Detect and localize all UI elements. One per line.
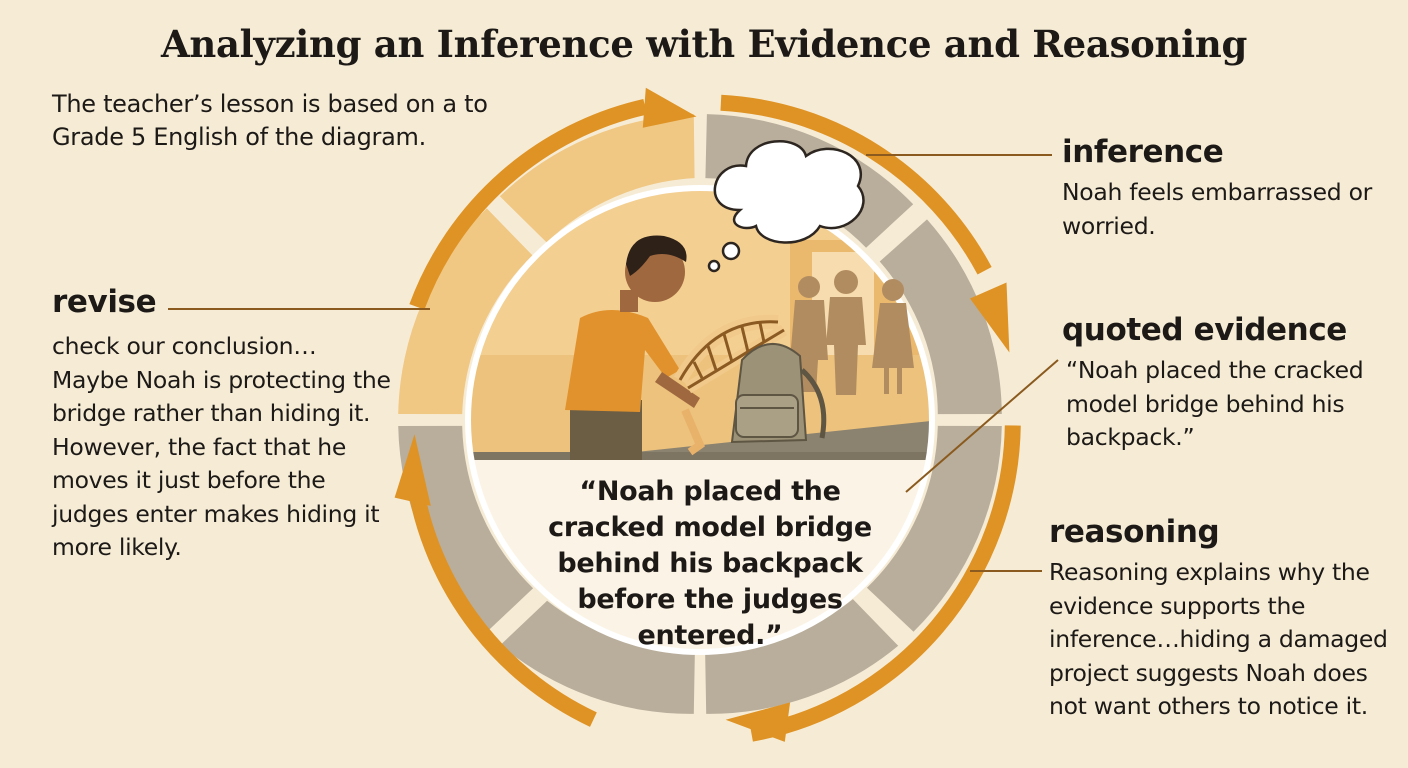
inference-body: Noah feels embarrassed or worried. bbox=[1062, 178, 1373, 240]
quoted-evidence-heading: quoted evidence bbox=[1062, 312, 1347, 348]
page-title: Analyzing an Inference with Evidence and… bbox=[160, 22, 1248, 66]
cycle-arrows-icon bbox=[404, 94, 1021, 742]
cycle-ring bbox=[398, 114, 1002, 714]
center-quote: “Noah placed the cracked model bridge be… bbox=[548, 476, 872, 651]
revise-body: check our conclusion… Maybe Noah is prot… bbox=[52, 332, 391, 561]
revise-heading: revise bbox=[52, 284, 157, 320]
reasoning-body: Reasoning explains why the evidence supp… bbox=[1049, 558, 1388, 720]
backpack-icon bbox=[730, 342, 827, 444]
reasoning-heading: reasoning bbox=[1049, 514, 1220, 550]
intro-text: The teacher’s lesson is based on a to Gr… bbox=[52, 90, 488, 151]
student-figure-icon bbox=[565, 235, 700, 460]
quoted-evidence-body: “Noah placed the cracked model bridge be… bbox=[1066, 356, 1364, 451]
bridge-model-icon bbox=[673, 314, 788, 456]
connector-lines bbox=[168, 154, 1059, 572]
judges-silhouette-icon bbox=[790, 270, 914, 395]
cycle-arrowheads bbox=[394, 87, 1010, 742]
inference-heading: inference bbox=[1062, 134, 1224, 170]
thought-bubble-icon bbox=[707, 140, 865, 273]
